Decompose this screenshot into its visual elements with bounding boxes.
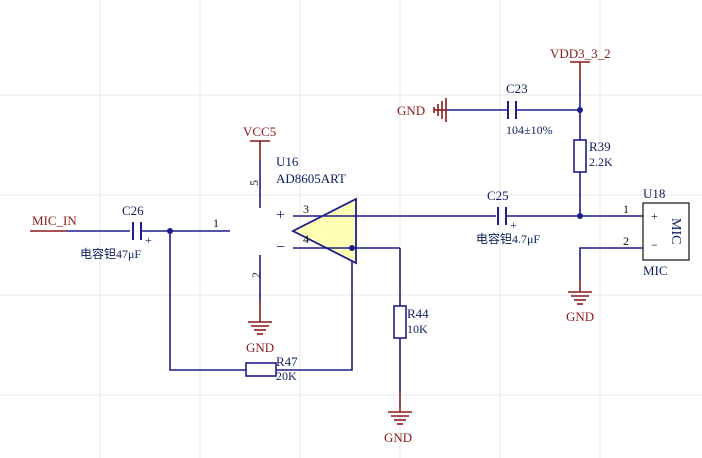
mic-u18[interactable]: U18 MIC + − MIC 1 2 (623, 186, 690, 278)
gnd-symbol-mic[interactable]: GND (566, 280, 594, 324)
opamp-pin5-number: 5 (247, 180, 261, 186)
opamp-pin4-number: 4 (303, 232, 309, 246)
resistor-r44[interactable]: R44 10K (393, 305, 429, 339)
mic-pin2-number: 2 (623, 234, 629, 248)
opamp-pin1-number: 1 (213, 216, 219, 230)
resistor-r39[interactable]: R39 2.2K (573, 139, 613, 173)
c25-polarity: + (510, 218, 517, 232)
c25-ref: C25 (487, 188, 509, 203)
c26-ref: C26 (122, 203, 144, 218)
capacitor-c25[interactable]: + C25 电容钽4.7μF (476, 188, 540, 246)
gnd-symbol-r44[interactable]: GND (384, 392, 412, 445)
c26-value: 电容钽47μF (80, 246, 141, 261)
junction-node (349, 245, 355, 251)
r44-ref: R44 (407, 306, 429, 321)
gnd-label-mic: GND (566, 309, 594, 324)
gnd-label-c23: GND (397, 103, 425, 118)
mic-pin1-number: 1 (623, 202, 629, 216)
r47-ref: R47 (276, 354, 298, 369)
mic-body-text: MIC (668, 218, 683, 244)
c23-ref: C23 (506, 81, 528, 96)
wire-feedback-right (276, 248, 353, 371)
vdd-label: VDD3_3_2 (550, 46, 611, 61)
c25-value: 电容钽4.7μF (476, 231, 540, 246)
gnd-symbol-opamp[interactable]: GND (246, 300, 274, 355)
opamp-u16[interactable]: + − U16 AD8605ART (276, 154, 357, 265)
resistor-r47[interactable]: R47 20K (245, 354, 298, 383)
vcc5-power-port[interactable]: VCC5 (243, 124, 276, 160)
mic-in-label: MIC_IN (32, 213, 77, 228)
capacitor-c23[interactable]: C23 104±10% (506, 81, 553, 137)
opamp-pin3-number: 3 (303, 202, 309, 216)
opamp-plus-sign: + (276, 207, 285, 224)
gnd-symbol-c23[interactable]: GND (397, 98, 447, 122)
gnd-label-opamp: GND (246, 340, 274, 355)
mic-label: MIC (643, 263, 668, 278)
mic-in-net[interactable]: MIC_IN (30, 213, 130, 232)
opamp-value: AD8605ART (276, 171, 346, 186)
mic-ref: U18 (643, 186, 665, 201)
gnd-label-r44: GND (384, 430, 412, 445)
vcc5-label: VCC5 (243, 124, 276, 139)
opamp-pin2-number: 2 (249, 272, 263, 278)
r47-value: 20K (276, 369, 297, 383)
opamp-minus-sign: − (276, 239, 285, 256)
wire-mic-pin2-to-gnd (579, 247, 643, 280)
capacitor-c26[interactable]: + C26 电容钽47μF (80, 203, 152, 261)
r39-ref: R39 (589, 139, 611, 154)
r44-value: 10K (407, 322, 428, 336)
r39-value: 2.2K (589, 155, 613, 169)
wire-feedback-left (169, 231, 246, 371)
c23-value: 104±10% (506, 123, 553, 137)
opamp-ref: U16 (276, 154, 299, 169)
c26-polarity: + (145, 233, 152, 247)
vdd-power-port[interactable]: VDD3_3_2 (550, 46, 611, 80)
mic-minus: − (651, 238, 658, 252)
mic-plus: + (651, 209, 658, 223)
